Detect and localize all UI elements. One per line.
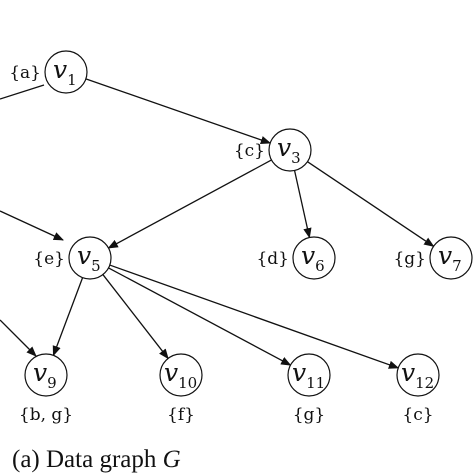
node-v1: v1 {a} xyxy=(9,50,88,94)
node-label: v9 xyxy=(33,358,57,392)
node-label: v12 xyxy=(401,358,434,392)
node-tag: {e} xyxy=(33,249,65,269)
node-v10: v10 {f} xyxy=(159,353,203,425)
node-tag: {c} xyxy=(402,405,433,425)
node-label: v10 xyxy=(164,358,197,392)
edge-v3-v7 xyxy=(307,161,435,247)
node-label: v1 xyxy=(53,55,77,89)
node-label: v11 xyxy=(292,358,325,392)
edge-offscreen-to-v9 xyxy=(0,319,37,357)
node-circle xyxy=(24,353,68,397)
node-label: v5 xyxy=(77,241,101,275)
node-circle xyxy=(287,353,331,397)
node-v9: v9 {b, g} xyxy=(19,353,73,425)
edges-layer xyxy=(52,78,435,369)
node-v7: v7 {g} xyxy=(393,236,473,280)
edge-offscreen-to-v1 xyxy=(0,84,45,100)
node-tag: {g} xyxy=(293,405,326,425)
node-tag: {g} xyxy=(393,249,426,269)
edge-v5-v10 xyxy=(102,274,169,360)
node-v12: v12 {c} xyxy=(396,353,440,425)
node-circle xyxy=(268,128,312,172)
node-label: v6 xyxy=(301,241,325,275)
node-label: v7 xyxy=(438,241,462,275)
node-circle xyxy=(68,236,112,280)
node-v11: v11 {g} xyxy=(287,353,331,425)
node-tag: {f} xyxy=(167,405,195,425)
edge-v5-v9 xyxy=(52,277,84,357)
nodes-layer: v1{a}v3{c}v5{e}v6{d}v7{g}v9{b, g}v10{f}v… xyxy=(9,50,473,425)
node-circle xyxy=(159,353,203,397)
node-v6: v6 {d} xyxy=(256,236,336,280)
edge-v1-v3 xyxy=(85,78,272,144)
node-tag: {b, g} xyxy=(19,405,73,425)
node-label: v3 xyxy=(277,133,301,167)
edge-v3-v6 xyxy=(293,170,312,239)
edge-offscreen-to-v5 xyxy=(0,210,64,241)
node-v5: v5 {e} xyxy=(33,236,112,280)
edge-v3-v5 xyxy=(107,159,272,249)
node-tag: {c} xyxy=(234,141,265,161)
node-tag: {a} xyxy=(9,63,41,83)
node-circle xyxy=(429,236,473,280)
figure-caption: (a) Data graph G xyxy=(12,446,181,473)
node-circle xyxy=(44,50,88,94)
node-tag: {d} xyxy=(256,249,289,269)
node-circle xyxy=(292,236,336,280)
node-v3: v3 {c} xyxy=(234,128,312,172)
edge-v5-v11 xyxy=(108,267,292,366)
node-circle xyxy=(396,353,440,397)
edge-v5-v12 xyxy=(109,264,400,369)
